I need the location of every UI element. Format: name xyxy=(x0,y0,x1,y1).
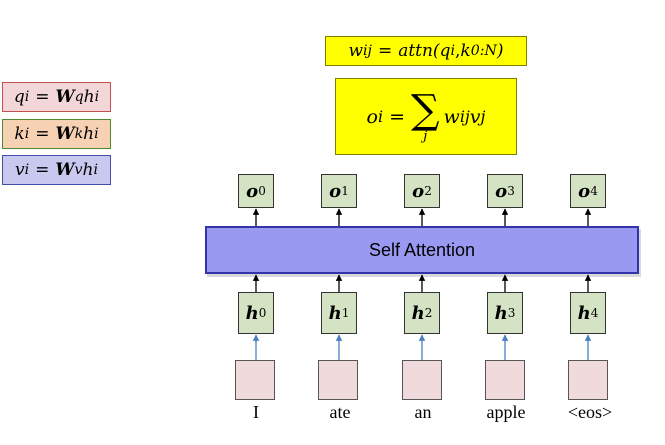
sigma-index: j xyxy=(423,129,428,144)
embedding-box-2 xyxy=(402,360,442,400)
token-word: apple xyxy=(486,402,526,422)
token-word: ate xyxy=(329,402,351,422)
token-word: <eos> xyxy=(567,402,613,422)
embedding-box-0 xyxy=(235,360,275,400)
embedding-box-1 xyxy=(318,360,358,400)
embedding-box-4 xyxy=(568,360,608,400)
self-attention-label: Self Attention xyxy=(368,239,476,260)
summation: ∑ j xyxy=(411,90,440,143)
sigma-symbol: ∑ xyxy=(410,87,440,133)
token-word: I xyxy=(253,402,259,422)
token-word: an xyxy=(414,402,432,422)
embedding-box-3 xyxy=(485,360,525,400)
self-attention-block: Self Attention xyxy=(205,226,639,274)
